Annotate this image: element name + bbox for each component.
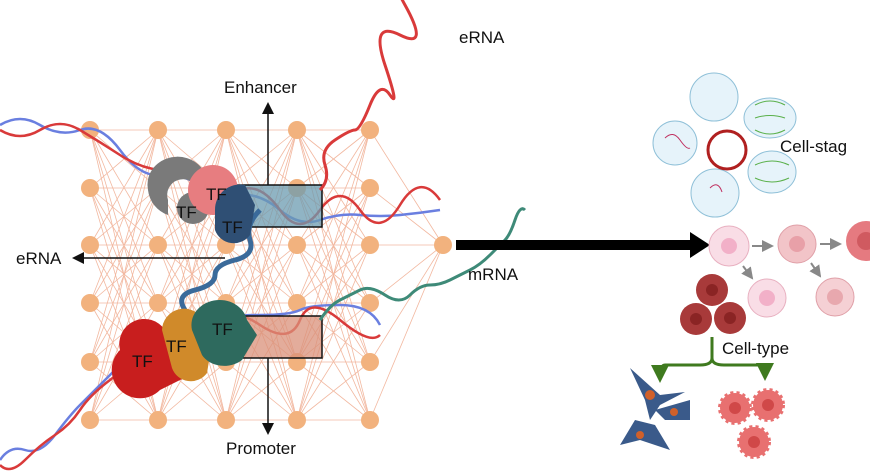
- network-edge: [369, 187, 444, 246]
- network-node: [217, 121, 235, 139]
- cell-type-label: Cell-type: [722, 339, 789, 358]
- immune-cells: [718, 388, 785, 459]
- cell-cycle-illustration: [652, 72, 797, 218]
- network-edge: [89, 129, 159, 246]
- mrna-label: mRNA: [468, 265, 519, 284]
- erna-left-label: eRNA: [16, 249, 62, 268]
- network-edge: [225, 129, 298, 189]
- tf-labels: TF TF TF TF TF TF: [132, 185, 243, 371]
- erna-top-label: eRNA: [459, 28, 505, 47]
- tf-label: TF: [212, 320, 233, 339]
- network-node: [361, 411, 379, 429]
- network-edge: [225, 361, 298, 421]
- cell-differentiation: [680, 221, 870, 335]
- tf-label: TF: [206, 185, 227, 204]
- erna-strand-enhancer: [179, 208, 262, 312]
- network-node: [288, 411, 306, 429]
- tf-navy: [214, 184, 255, 244]
- network-edge: [89, 129, 159, 304]
- promoter-label: Promoter: [226, 439, 296, 458]
- tf-teal: [191, 299, 257, 366]
- network-edge: [369, 129, 444, 246]
- network-edge: [225, 129, 298, 421]
- network-node: [361, 121, 379, 139]
- mrna-transcript: [318, 207, 527, 321]
- network-node: [81, 353, 99, 371]
- network-edge: [296, 129, 371, 189]
- network-node: [288, 294, 306, 312]
- network-node: [361, 236, 379, 254]
- big-arrow-icon: [456, 232, 710, 258]
- network-edge: [369, 244, 444, 363]
- network-node: [217, 411, 235, 429]
- network-edge: [296, 244, 371, 421]
- tf-label: TF: [166, 337, 187, 356]
- network-node: [149, 411, 167, 429]
- network-node: [81, 179, 99, 197]
- network-node: [81, 411, 99, 429]
- network-node: [434, 236, 452, 254]
- network-edge: [296, 129, 371, 421]
- network-edge: [89, 129, 159, 421]
- network-edge: [296, 361, 371, 421]
- network-edge: [157, 361, 227, 421]
- network-edge: [89, 129, 159, 189]
- network-node: [81, 294, 99, 312]
- enhancer-label: Enhancer: [224, 78, 297, 97]
- network-node: [149, 121, 167, 139]
- tf-label: TF: [132, 352, 153, 371]
- network-edge: [296, 302, 371, 421]
- network-node: [361, 294, 379, 312]
- network-edge: [89, 187, 159, 421]
- network-node: [288, 236, 306, 254]
- erna-transcript-top: [318, 0, 418, 192]
- cell-stage-label: Cell-stag: [780, 137, 847, 156]
- network-node: [361, 179, 379, 197]
- network-node: [149, 294, 167, 312]
- tf-label: TF: [222, 218, 243, 237]
- network-node: [288, 121, 306, 139]
- network-node: [149, 236, 167, 254]
- network-edge: [369, 244, 444, 304]
- fibroblast-cells: [620, 368, 690, 450]
- tf-label: TF: [176, 203, 197, 222]
- network-edge: [369, 244, 444, 421]
- network-node: [361, 353, 379, 371]
- network-node: [81, 236, 99, 254]
